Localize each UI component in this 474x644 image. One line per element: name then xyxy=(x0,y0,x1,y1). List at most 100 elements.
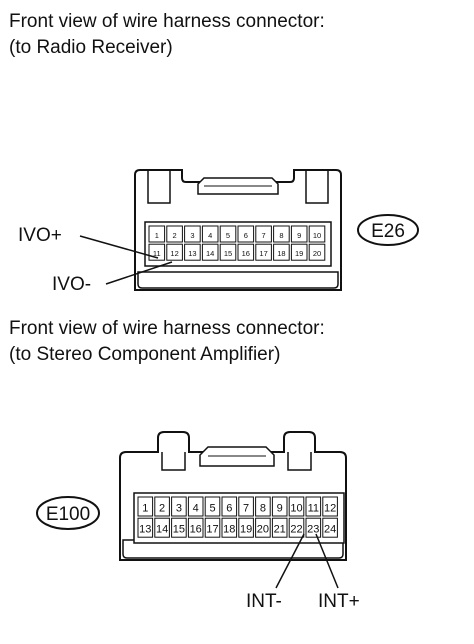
pin-cavity xyxy=(308,225,326,243)
pin-cavity xyxy=(237,225,255,243)
pin-number: 7 xyxy=(262,231,266,240)
pin-number: 16 xyxy=(190,524,202,536)
connector-e26-heading-line1: Front view of wire harness connector: xyxy=(9,11,325,32)
pin-cavity xyxy=(171,496,187,517)
pin-cavity xyxy=(137,517,154,538)
pin-number: 12 xyxy=(170,249,178,258)
connector-e100-heading-line1: Front view of wire harness connector: xyxy=(9,318,325,339)
connector-e26-heading-line2: (to Radio Receiver) xyxy=(9,37,173,58)
pin-cavity xyxy=(273,243,290,261)
connector-e26-tag-oval xyxy=(357,214,419,246)
leader-ivo-plus xyxy=(79,235,159,259)
pin-number: 10 xyxy=(290,503,302,515)
connector-e26-lower-lip xyxy=(137,271,339,289)
pin-number: 22 xyxy=(290,524,302,536)
pin-cavity xyxy=(290,225,308,243)
pin-cavity xyxy=(255,243,272,261)
pin-number: 3 xyxy=(176,503,182,515)
pin-number: 11 xyxy=(308,503,319,515)
pin-cavity xyxy=(237,243,255,261)
pin-number: 14 xyxy=(156,524,168,536)
pin-number: 8 xyxy=(279,231,283,240)
pin-number: 19 xyxy=(240,524,252,536)
pin-number: 18 xyxy=(223,524,235,536)
pin-cavity xyxy=(305,496,322,517)
connector-e100-lower-lip xyxy=(122,539,344,559)
pin-cavity xyxy=(221,517,238,538)
pin-number: 5 xyxy=(226,231,230,240)
pin-cavity xyxy=(238,517,254,538)
pin-number: 18 xyxy=(277,249,285,258)
pin-number: 4 xyxy=(193,503,199,515)
pin-cavity xyxy=(255,225,272,243)
pin-cavity xyxy=(184,243,201,261)
pin-cavity xyxy=(219,225,237,243)
pin-cavity xyxy=(201,225,219,243)
connector-e26-right-tab xyxy=(305,170,329,204)
pin-number: 14 xyxy=(206,249,214,258)
pin-number: 11 xyxy=(153,249,161,258)
pin-number: 23 xyxy=(307,524,319,536)
pin-number: 20 xyxy=(313,249,321,258)
pin-cavity xyxy=(305,517,322,538)
pin-number: 17 xyxy=(259,249,267,258)
pin-number: 1 xyxy=(155,231,159,240)
pin-cavity xyxy=(204,517,221,538)
pin-cavity xyxy=(166,225,183,243)
pin-cavity xyxy=(288,496,305,517)
pin-cavity xyxy=(171,517,187,538)
pin-number: 5 xyxy=(209,503,215,515)
pin-cavity xyxy=(308,243,326,261)
pin-cavity xyxy=(288,517,305,538)
connector-e100-tag-oval xyxy=(36,496,100,530)
leader-ivo-minus xyxy=(105,261,173,285)
pin-cavity xyxy=(219,243,237,261)
pin-cavity xyxy=(187,496,204,517)
pin-number: 15 xyxy=(173,524,185,536)
pin-number: 24 xyxy=(324,524,336,536)
pin-cavity xyxy=(154,496,170,517)
pin-cavity xyxy=(255,496,271,517)
pin-cavity xyxy=(273,225,290,243)
pin-number: 9 xyxy=(277,503,283,515)
pin-cavity xyxy=(271,496,288,517)
pin-number: 21 xyxy=(274,524,286,536)
pin-number: 3 xyxy=(190,231,194,240)
pin-cavity xyxy=(322,517,338,538)
pin-number: 4 xyxy=(208,231,212,240)
pin-cavity xyxy=(187,517,204,538)
pin-number: 10 xyxy=(313,231,321,240)
pin-number: 2 xyxy=(173,231,177,240)
pin-cavity xyxy=(221,496,238,517)
pin-number: 1 xyxy=(142,503,148,515)
label-ivo-minus: IVO- xyxy=(52,274,91,295)
pin-number: 15 xyxy=(224,249,232,258)
pin-number: 9 xyxy=(297,231,301,240)
pin-number: 6 xyxy=(226,503,232,515)
label-ivo-plus: IVO+ xyxy=(18,225,62,246)
pin-cavity xyxy=(148,225,166,243)
pin-number: 20 xyxy=(257,524,269,536)
leader-int-minus xyxy=(275,533,305,589)
pin-cavity xyxy=(255,517,271,538)
pin-cavity xyxy=(166,243,183,261)
pin-number: 7 xyxy=(243,503,249,515)
leader-int-plus xyxy=(315,533,339,589)
pin-cavity xyxy=(271,517,288,538)
pin-number: 12 xyxy=(324,503,336,515)
pin-cavity xyxy=(204,496,221,517)
connector-e26-tag: E26 xyxy=(357,214,419,246)
connector-e100-tag-text: E100 xyxy=(46,504,90,525)
connector-e26-tag-text: E26 xyxy=(371,221,405,242)
pin-number: 13 xyxy=(188,249,196,258)
connector-e26-left-tab xyxy=(147,170,171,204)
pin-number: 6 xyxy=(244,231,248,240)
pin-number: 19 xyxy=(295,249,303,258)
connector-e100-left-tab xyxy=(161,452,186,471)
pin-number: 13 xyxy=(139,524,151,536)
label-int-plus: INT+ xyxy=(318,591,360,612)
pin-cavity xyxy=(154,517,170,538)
